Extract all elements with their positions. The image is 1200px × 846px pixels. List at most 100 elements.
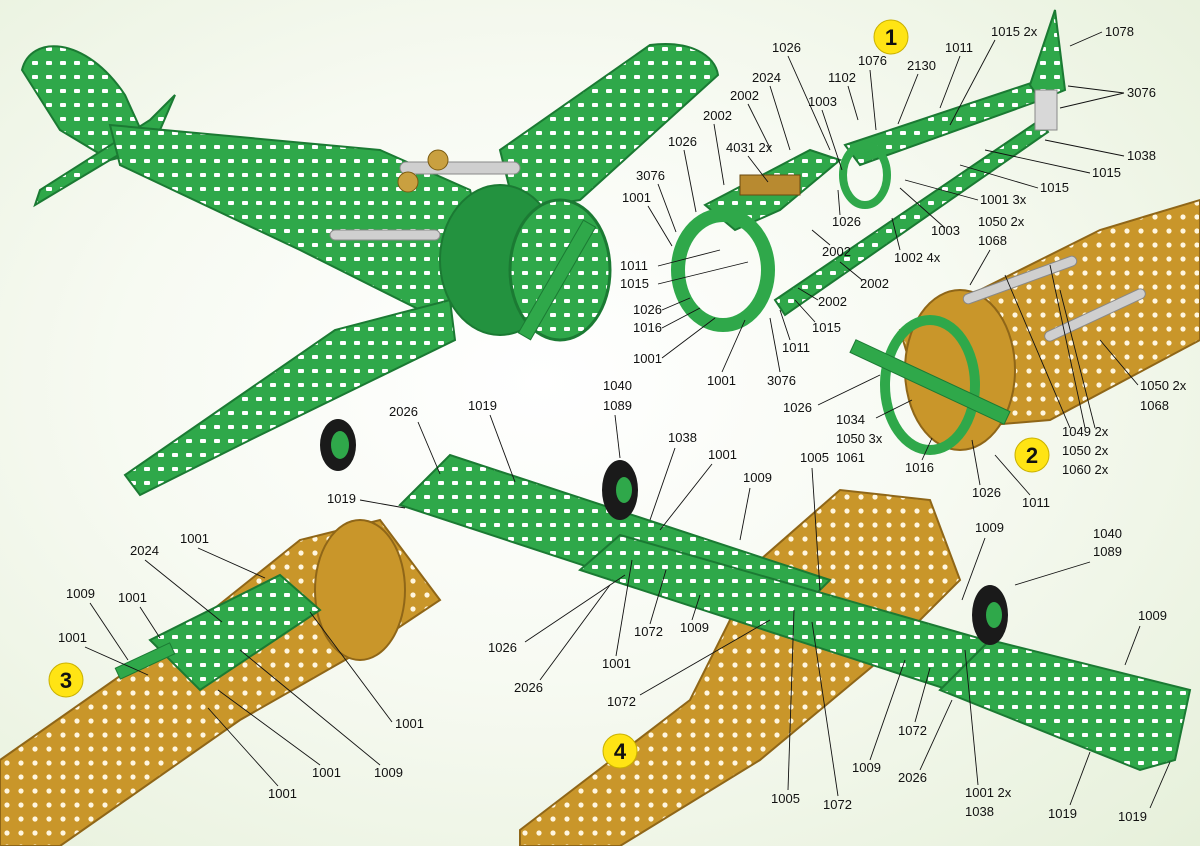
step3-green-plate [148, 573, 322, 692]
step3-gold-cylinder [314, 519, 406, 661]
step4-right-wing [938, 638, 1192, 772]
part-label: 1026 [832, 214, 861, 229]
step-number: 2 [1026, 443, 1038, 468]
part-label: 2002 [860, 276, 889, 291]
part-label: 1001 [622, 190, 651, 205]
step-badge-3: 3 [48, 662, 84, 698]
step1-tail-bracket [1034, 89, 1058, 131]
part-label: 1072 [607, 694, 636, 709]
part-label: 1019 [468, 398, 497, 413]
part-label: 1001 [180, 531, 209, 546]
part-label: 1016 [905, 460, 934, 475]
part-label: 1009 [743, 470, 772, 485]
part-label: 1019 [327, 491, 356, 506]
part-label: 1005 [771, 791, 800, 806]
step1-brackets [739, 174, 801, 196]
part-label: 1050 2x [978, 214, 1025, 229]
part-label: 1015 2x [991, 24, 1038, 39]
part-label: 1001 [118, 590, 147, 605]
part-label: 1001 [268, 786, 297, 801]
part-label: 3076 [636, 168, 665, 183]
part-label: 3076 [767, 373, 796, 388]
part-label: 2026 [389, 404, 418, 419]
part-label: 1072 [634, 624, 663, 639]
part-label: 1001 [312, 765, 341, 780]
part-label: 1038 [668, 430, 697, 445]
brass-cylinder-2 [397, 171, 419, 193]
part-label: 2026 [514, 680, 543, 695]
step2-labels: 1050 2x 1068 1050 2x 1068 1026 1034 1050… [783, 214, 1187, 510]
part-label: 1019 [1118, 809, 1147, 824]
part-label: 1026 [772, 40, 801, 55]
completed-airplane [20, 43, 720, 497]
part-label: 1003 [808, 94, 837, 109]
part-label: 1001 2x [965, 785, 1012, 800]
part-label: 1060 2x [1062, 462, 1109, 477]
part-label: 1009 [1138, 608, 1167, 623]
part-label: 1061 [836, 450, 865, 465]
part-label: 1072 [823, 797, 852, 812]
upper-wing [498, 43, 720, 212]
part-label: 1040 [1093, 526, 1122, 541]
step1-front-ring [671, 208, 775, 332]
engine-shaft [399, 161, 521, 175]
part-label: 1015 [812, 320, 841, 335]
part-label: 2024 [130, 543, 159, 558]
part-label: 1102 [828, 70, 856, 85]
part-label: 2026 [898, 770, 927, 785]
part-label: 1015 [620, 276, 649, 291]
part-label: 1009 [374, 765, 403, 780]
step-badge-2: 2 [1014, 437, 1050, 473]
part-label: 1072 [898, 723, 927, 738]
step1-parts [671, 9, 1067, 332]
part-label: 1005 [800, 450, 829, 465]
propeller-bar [517, 219, 597, 341]
part-label: 1003 [931, 223, 960, 238]
step-badge-4: 4 [602, 733, 638, 769]
part-label: 1068 [978, 233, 1007, 248]
part-label: 1009 [680, 620, 709, 635]
part-label: 1068 [1140, 398, 1169, 413]
part-label: 1050 3x [836, 431, 883, 446]
part-label: 1076 [858, 53, 887, 68]
part-label: 1026 [972, 485, 1001, 500]
engine-shaft-2 [329, 229, 441, 241]
brass-cylinder-1 [427, 149, 449, 171]
step4-right-wheel-hub [986, 602, 1002, 628]
part-label: 1026 [488, 640, 517, 655]
part-label: 1038 [965, 804, 994, 819]
part-label: 1078 [1105, 24, 1134, 39]
part-label: 1001 [633, 351, 662, 366]
step-number: 4 [614, 739, 627, 764]
step1-labels: 1078 1015 2x 1011 2130 1076 1102 1026 20… [620, 24, 1156, 388]
part-label: 2002 [822, 244, 851, 259]
part-label: 1009 [975, 520, 1004, 535]
step-number: 1 [885, 25, 897, 50]
part-label: 1001 [395, 716, 424, 731]
step3-parts [0, 518, 442, 846]
part-label: 1038 [1127, 148, 1156, 163]
part-label: 2002 [730, 88, 759, 103]
part-label: 1016 [633, 320, 662, 335]
step2-shaft [962, 255, 1078, 305]
part-label: 1009 [852, 760, 881, 775]
part-label: 2002 [818, 294, 847, 309]
part-label: 1001 [708, 447, 737, 462]
part-label: 1026 [668, 134, 697, 149]
part-label: 1011 [782, 340, 810, 355]
part-label: 1026 [633, 302, 662, 317]
part-label: 4031 2x [726, 140, 773, 155]
part-label: 1011 [620, 258, 648, 273]
step-number: 3 [60, 668, 72, 693]
part-label: 1050 2x [1062, 443, 1109, 458]
part-label: 2002 [703, 108, 732, 123]
part-label: 1001 [707, 373, 736, 388]
step3-labels: 2024 1001 1009 1001 1001 1001 1001 1009 … [58, 531, 424, 801]
step4-parts [398, 453, 1192, 846]
part-label: 2130 [907, 58, 936, 73]
part-label: 1009 [66, 586, 95, 601]
part-label: 3076 [1127, 85, 1156, 100]
lower-wing [123, 298, 457, 497]
step4-left-wheel-hub [616, 477, 632, 503]
part-label: 1011 [1022, 495, 1050, 510]
